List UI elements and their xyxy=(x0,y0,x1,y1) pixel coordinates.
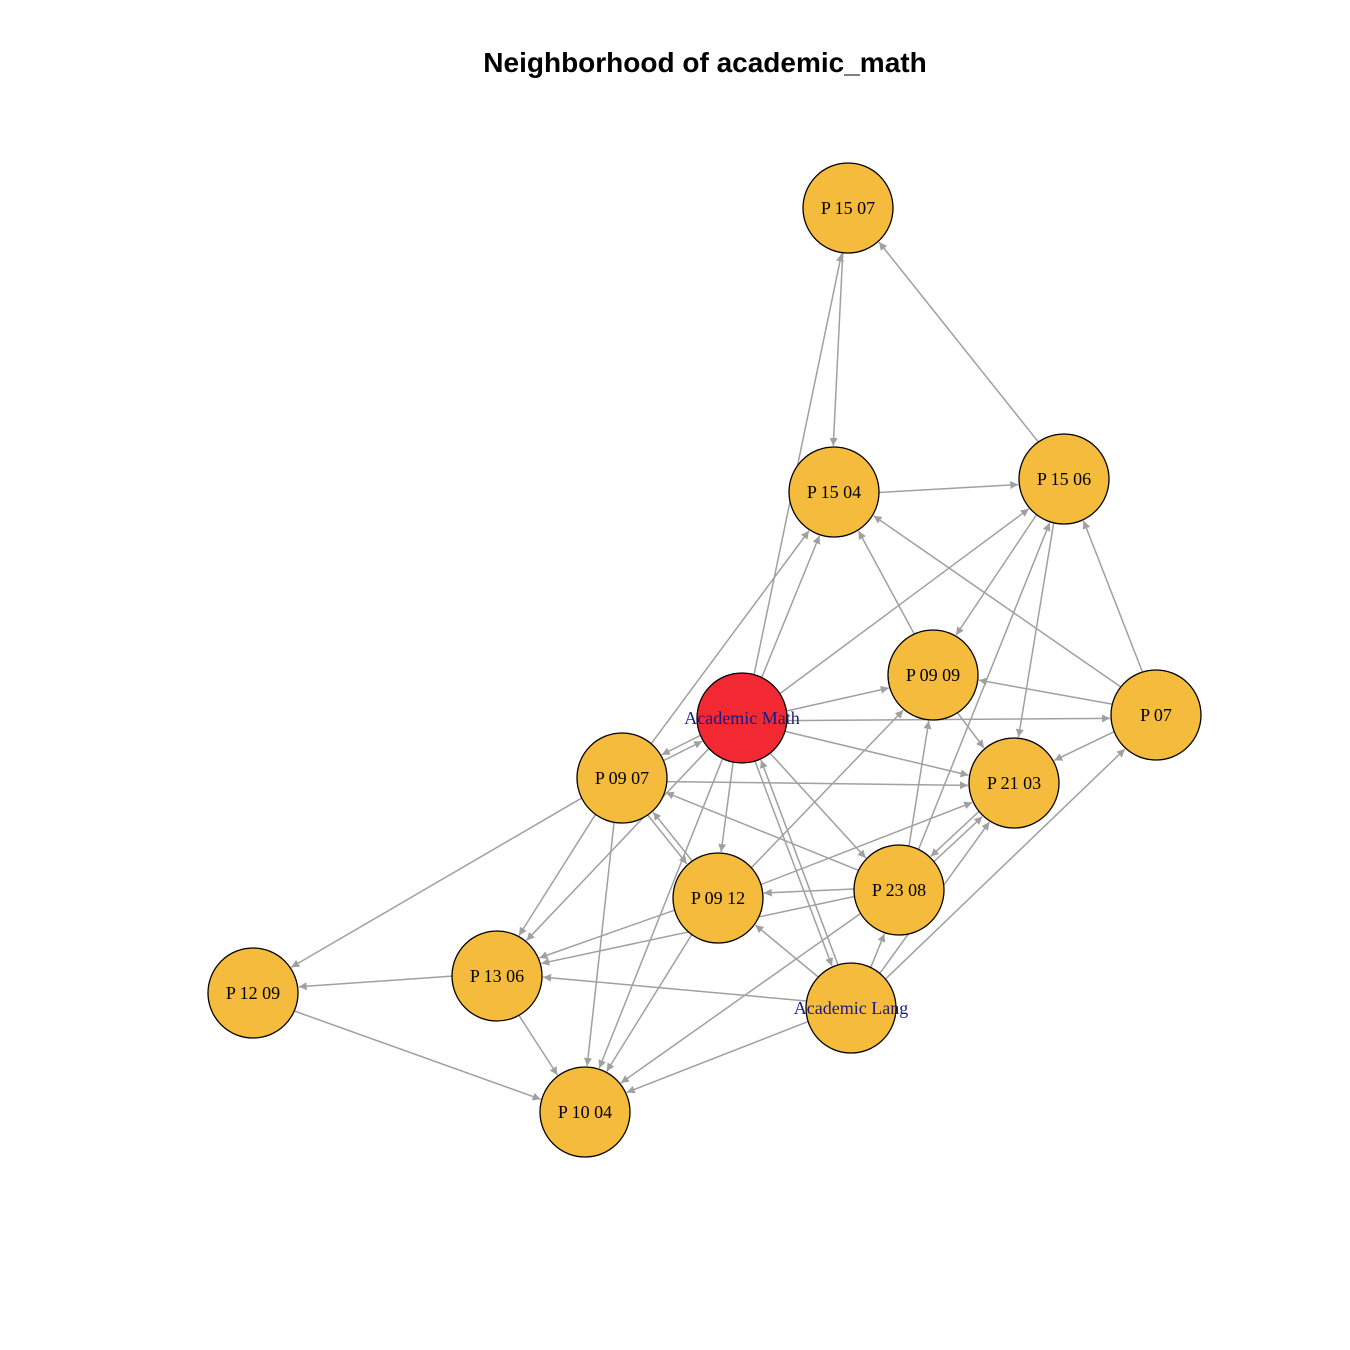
node-circle[interactable] xyxy=(696,672,788,764)
node-label: P 15 06 xyxy=(1037,469,1091,489)
edge-p1507-to-p1504 xyxy=(829,252,844,446)
edge-p07-to-p1506 xyxy=(1082,520,1144,673)
edge-p2308-to-p0912 xyxy=(763,888,854,897)
edge-p0912-to-p0907 xyxy=(652,811,693,862)
node-label: P 07 xyxy=(1140,705,1172,725)
edge-p0907-to-p1504 xyxy=(650,530,810,745)
edge-am-to-p07 xyxy=(787,714,1111,723)
node-p1504[interactable]: P 15 04 xyxy=(788,446,880,538)
edge-p2308-to-p0909 xyxy=(908,720,932,847)
edge-p1506-to-p0909 xyxy=(955,514,1038,636)
edge-p0907-to-p1306 xyxy=(518,814,597,936)
node-label: Academic Math xyxy=(684,708,799,728)
node-p0909[interactable]: P 09 09 xyxy=(887,629,979,721)
node-p2103[interactable]: P 21 03 xyxy=(968,737,1060,829)
edge-al-to-p2308 xyxy=(870,933,886,968)
edge-p0907-to-am xyxy=(663,740,703,762)
edge-p0912-to-p0909 xyxy=(750,709,904,869)
edge-am-to-p1004 xyxy=(598,758,724,1069)
node-label: P 09 12 xyxy=(691,888,745,908)
edge-p1504-to-p1506 xyxy=(879,481,1019,494)
edge-am-to-al xyxy=(754,760,833,967)
edge-p1306-to-p1209 xyxy=(298,975,452,991)
edge-al-to-p1306 xyxy=(543,973,807,1002)
edge-p0912-to-p1306 xyxy=(539,909,675,959)
node-circle[interactable] xyxy=(968,737,1060,829)
graph-title: Neighborhood of academic_math xyxy=(483,47,926,78)
edge-p07-to-p2103 xyxy=(1053,731,1115,762)
node-label: P 13 06 xyxy=(470,966,524,986)
edge-p2308-to-p1004 xyxy=(620,912,861,1084)
edge-am-to-p2308 xyxy=(769,752,867,859)
edge-al-to-p0912 xyxy=(754,924,819,978)
node-p1306[interactable]: P 13 06 xyxy=(451,930,543,1022)
node-al[interactable]: Academic Lang xyxy=(794,962,908,1054)
edge-p07-to-p1504 xyxy=(873,515,1122,688)
edge-p0907-to-p2103 xyxy=(666,780,968,790)
node-p1004[interactable]: P 10 04 xyxy=(539,1066,631,1158)
edge-p0909-to-p1504 xyxy=(857,530,915,635)
edge-am-to-p0912 xyxy=(718,762,734,853)
edges-layer xyxy=(290,241,1144,1101)
node-circle[interactable] xyxy=(887,629,979,721)
node-label: P 23 08 xyxy=(872,880,926,900)
node-label: P 10 04 xyxy=(558,1102,612,1122)
edge-am-to-p1506 xyxy=(779,508,1030,695)
node-am[interactable]: Academic Math xyxy=(684,672,800,764)
node-label: P 09 09 xyxy=(906,665,960,685)
node-circle[interactable] xyxy=(539,1066,631,1158)
edge-al-to-p07 xyxy=(885,748,1126,980)
edge-p07-to-p0909 xyxy=(978,677,1113,705)
node-circle[interactable] xyxy=(672,852,764,944)
edge-al-to-am xyxy=(760,759,839,966)
node-p1507[interactable]: P 15 07 xyxy=(802,162,894,254)
node-label: P 15 04 xyxy=(807,482,861,502)
edge-am-to-p0907 xyxy=(661,734,701,756)
node-circle[interactable] xyxy=(207,947,299,1039)
edge-am-to-p1504 xyxy=(761,535,821,678)
node-circle[interactable] xyxy=(853,844,945,936)
node-circle[interactable] xyxy=(1110,669,1202,761)
node-circle[interactable] xyxy=(788,446,880,538)
node-label: Academic Lang xyxy=(794,998,908,1018)
node-p0907[interactable]: P 09 07 xyxy=(576,732,668,824)
node-p1506[interactable]: P 15 06 xyxy=(1018,433,1110,525)
edge-am-to-p0909 xyxy=(786,685,889,712)
edge-p2308-to-p1506 xyxy=(917,522,1051,850)
edge-am-to-p1306 xyxy=(525,748,710,942)
node-label: P 15 07 xyxy=(821,198,875,218)
node-circle[interactable] xyxy=(1018,433,1110,525)
edge-p2308-to-p2103 xyxy=(933,815,983,863)
edge-p1306-to-p1004 xyxy=(518,1015,559,1076)
node-label: P 09 07 xyxy=(595,768,649,788)
node-label: P 12 09 xyxy=(226,983,280,1003)
node-p2308[interactable]: P 23 08 xyxy=(853,844,945,936)
edge-p0907-to-p1004 xyxy=(583,822,615,1067)
node-p1209[interactable]: P 12 09 xyxy=(207,947,299,1039)
edge-p1506-to-p1507 xyxy=(878,241,1039,443)
edge-am-to-p1507 xyxy=(753,253,844,675)
edge-p0907-to-p0912 xyxy=(647,814,688,865)
edge-p1209-to-p1004 xyxy=(294,1010,541,1101)
node-circle[interactable] xyxy=(451,930,543,1022)
edge-p1506-to-p2103 xyxy=(1015,522,1055,738)
node-p07[interactable]: P 07 xyxy=(1110,669,1202,761)
edge-p0912-to-p1004 xyxy=(606,934,693,1072)
node-circle[interactable] xyxy=(576,732,668,824)
edge-p0907-to-p1209 xyxy=(290,797,582,968)
node-label: P 21 03 xyxy=(987,773,1041,793)
edge-al-to-p1004 xyxy=(626,1020,809,1094)
node-circle[interactable] xyxy=(805,962,897,1054)
node-p0912[interactable]: P 09 12 xyxy=(672,852,764,944)
edge-am-to-p2103 xyxy=(784,730,969,778)
node-circle[interactable] xyxy=(802,162,894,254)
edge-p2103-to-p2308 xyxy=(930,810,980,858)
edge-p2308-to-p0907 xyxy=(665,791,859,872)
